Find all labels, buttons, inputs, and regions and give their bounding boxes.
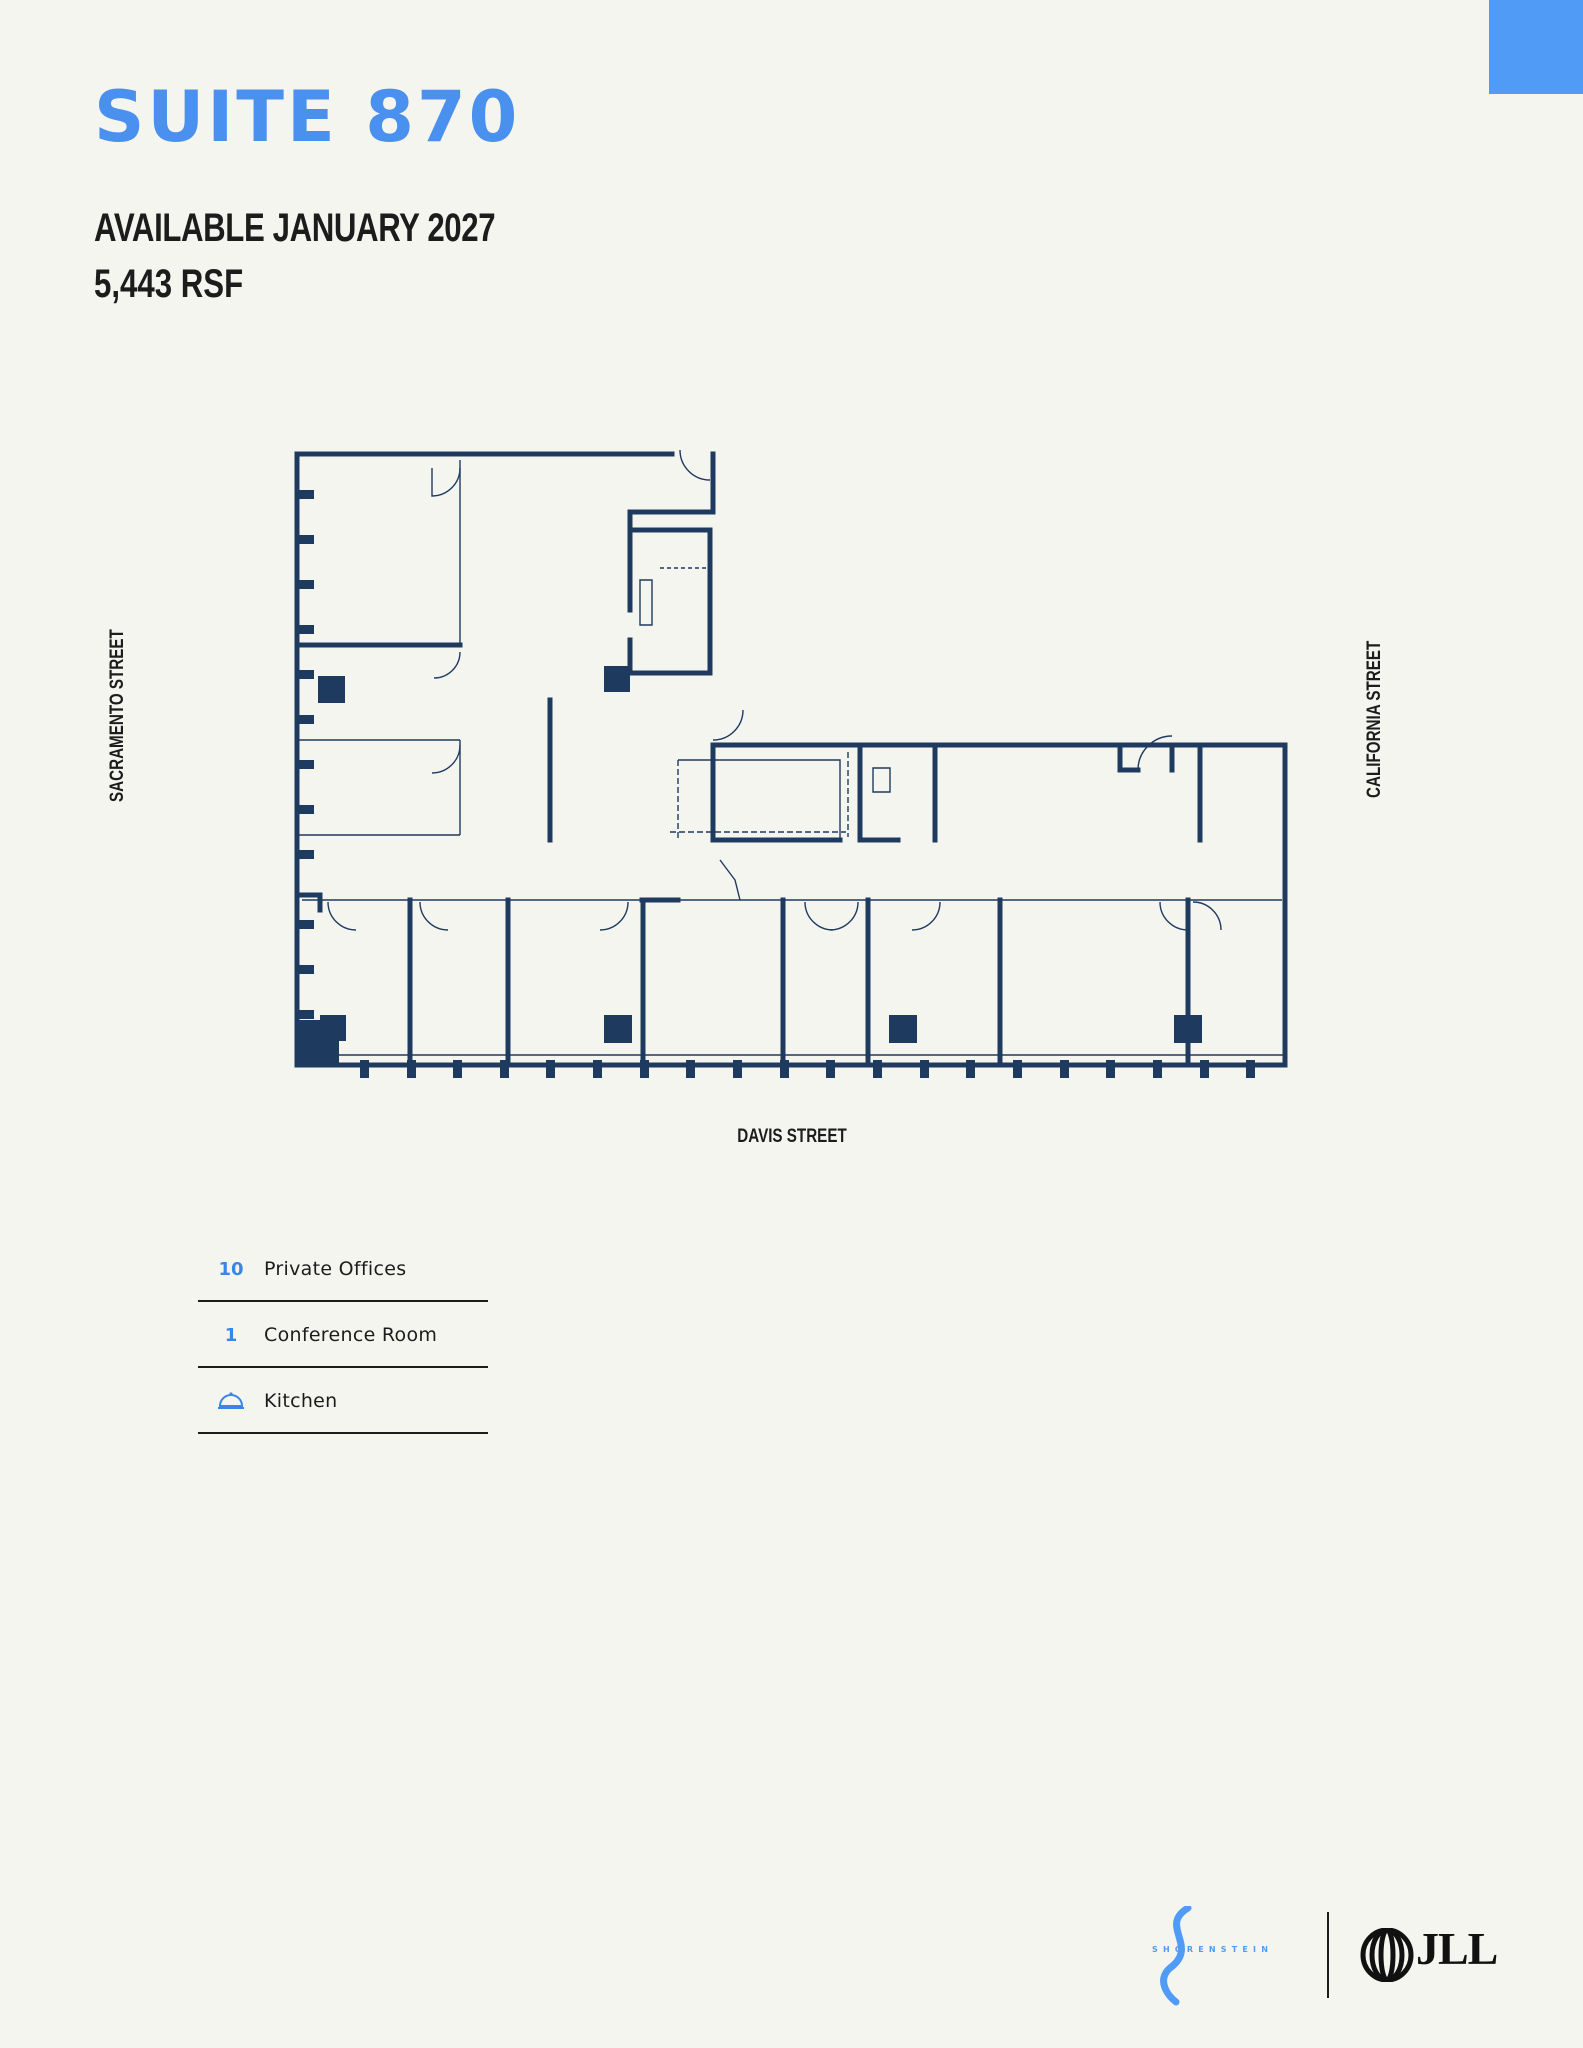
shorenstein-logo <box>1160 1906 1192 2006</box>
legend: 10 Private Offices 1 Conference Room Kit… <box>198 1238 488 1436</box>
availability-date: AVAILABLE JANUARY 2027 <box>94 206 496 250</box>
street-label-california: CALIFORNIA STREET <box>1364 640 1385 798</box>
legend-count: 10 <box>218 1258 244 1280</box>
floor-plan <box>294 449 1288 1078</box>
legend-row-conference-room: 1 Conference Room <box>198 1304 488 1368</box>
legend-row-kitchen: Kitchen <box>198 1370 488 1434</box>
logo-divider <box>1327 1912 1329 1998</box>
legend-count: 1 <box>224 1324 238 1346</box>
jll-wordmark: JLL <box>1416 1923 1498 1974</box>
street-label-davis: DAVIS STREET <box>737 1126 847 1147</box>
rentable-square-feet: 5,443 RSF <box>94 262 244 306</box>
street-label-sacramento: SACRAMENTO STREET <box>107 629 128 802</box>
shorenstein-wordmark: SHORENSTEIN <box>1152 1945 1274 1954</box>
kitchen-cloche-icon <box>198 1391 264 1411</box>
corner-accent-block <box>1489 0 1583 94</box>
suite-title: SUITE 870 <box>94 76 521 158</box>
legend-label: Private Offices <box>264 1258 407 1280</box>
legend-label: Conference Room <box>264 1324 438 1346</box>
legend-row-private-offices: 10 Private Offices <box>198 1238 488 1302</box>
legend-label: Kitchen <box>264 1390 338 1412</box>
jll-logo-icon <box>1360 1928 1414 1982</box>
